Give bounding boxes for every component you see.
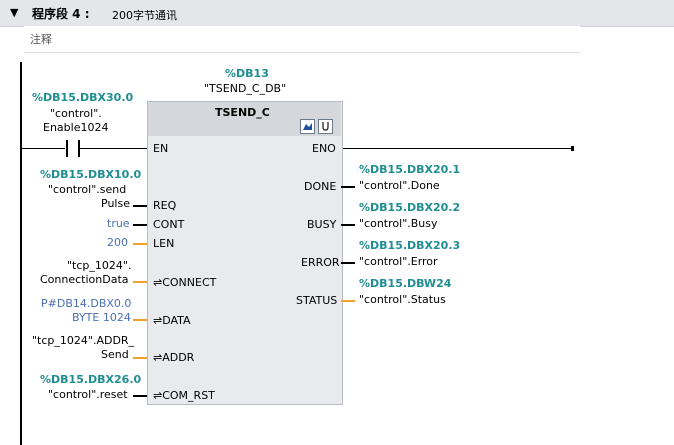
pin-addr: ⇌ADDR — [153, 351, 195, 364]
pin-connect: ⇌CONNECT — [153, 276, 217, 289]
network-label: 程序段 4 : — [32, 7, 90, 21]
error-address[interactable]: %DB15.DBX20.3 — [359, 239, 461, 252]
wire-req — [133, 205, 147, 207]
status-address[interactable]: %DB15.DBW24 — [359, 277, 452, 290]
collapse-icon[interactable]: ▼ — [10, 6, 19, 19]
tsend-c-block[interactable] — [147, 101, 343, 405]
data-pointer-line1[interactable]: P#DB14.DBX0.0 — [41, 297, 132, 310]
done-name[interactable]: "control".Done — [359, 179, 440, 192]
pin-done: DONE — [304, 180, 337, 193]
busy-address[interactable]: %DB15.DBX20.2 — [359, 201, 461, 214]
req-address[interactable]: %DB15.DBX10.0 — [40, 168, 142, 181]
len-value[interactable]: 200 — [107, 236, 128, 249]
connect-name-line2[interactable]: ConnectionData — [40, 273, 129, 286]
configuration-icon[interactable] — [318, 119, 333, 134]
data-pointer-line2[interactable]: BYTE 1024 — [72, 311, 131, 324]
contact-bar-left — [66, 140, 68, 157]
pin-status: STATUS — [296, 294, 338, 307]
wire-connect — [133, 281, 147, 283]
wire-com-rst — [133, 395, 147, 397]
addr-arrow-icon: ⇌ — [153, 351, 163, 364]
power-rail — [20, 62, 22, 445]
wire-error — [341, 262, 355, 264]
pin-req: REQ — [153, 199, 177, 212]
contact-name-line1[interactable]: "control". — [50, 107, 102, 120]
busy-name[interactable]: "control".Busy — [359, 217, 438, 230]
addr-name-line1[interactable]: "tcp_1024".ADDR_ — [32, 334, 135, 347]
com-rst-name[interactable]: "control".reset — [48, 388, 128, 401]
network-title[interactable]: 200字节通讯 — [112, 9, 177, 22]
error-name[interactable]: "control".Error — [359, 255, 438, 268]
status-name[interactable]: "control".Status — [359, 293, 446, 306]
com-rst-address[interactable]: %DB15.DBX26.0 — [40, 373, 142, 386]
com-rst-arrow-icon: ⇌ — [153, 389, 163, 402]
contact-bar-right — [78, 140, 80, 157]
rung-wire-left — [22, 148, 65, 149]
rung-wire-mid — [80, 148, 148, 149]
cont-value[interactable]: true — [107, 217, 130, 230]
block-title: TSEND_C — [215, 106, 270, 119]
pin-busy: BUSY — [307, 218, 337, 231]
pin-en: EN — [153, 142, 169, 155]
wire-cont — [133, 224, 147, 226]
wire-addr — [133, 357, 147, 359]
contact-address[interactable]: %DB15.DBX30.0 — [32, 91, 134, 104]
wire-len — [133, 243, 147, 245]
req-name-line1[interactable]: "control".send — [48, 183, 127, 196]
wire-status — [341, 300, 355, 302]
instance-db-name[interactable]: "TSEND_C_DB" — [204, 82, 287, 95]
pin-eno: ENO — [312, 142, 336, 155]
rung-wire-right — [340, 148, 572, 149]
pin-data: ⇌DATA — [153, 314, 191, 327]
connect-name-line1[interactable]: "tcp_1024". — [67, 259, 132, 272]
network-comment[interactable]: 注释 — [30, 33, 52, 46]
pin-com-rst: ⇌COM_RST — [153, 389, 215, 402]
contact-name-line2[interactable]: Enable1024 — [43, 121, 109, 134]
wire-busy — [341, 224, 355, 226]
wire-done — [341, 186, 355, 188]
network-header[interactable] — [0, 0, 674, 27]
wire-data — [133, 319, 147, 321]
done-address[interactable]: %DB15.DBX20.1 — [359, 163, 461, 176]
addr-name-line2[interactable]: Send — [101, 348, 129, 361]
diagnostics-icon[interactable] — [300, 119, 315, 134]
connect-arrow-icon: ⇌ — [153, 276, 163, 289]
rung-end-dot — [571, 146, 574, 151]
network-comment-row[interactable] — [24, 26, 580, 53]
instance-db-address[interactable]: %DB13 — [225, 67, 269, 80]
req-name-line2[interactable]: Pulse — [101, 197, 130, 210]
pin-len: LEN — [153, 237, 175, 250]
data-arrow-icon: ⇌ — [153, 314, 163, 327]
pin-error: ERROR — [301, 256, 340, 269]
pin-cont: CONT — [153, 218, 185, 231]
